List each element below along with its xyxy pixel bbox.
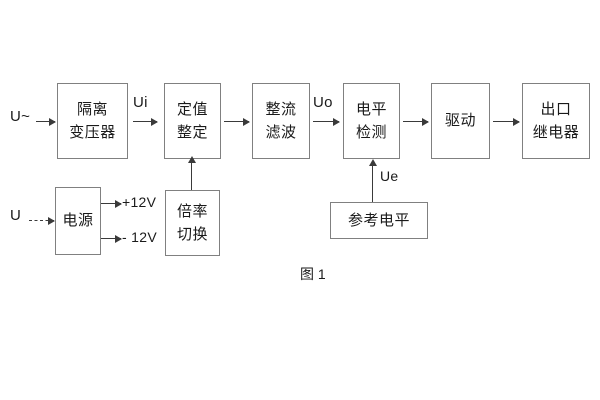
block-drive-line1: 驱动	[444, 112, 476, 130]
block-level-detection: 电平 检测	[343, 83, 400, 159]
supply-positive-label: +12V	[122, 194, 157, 210]
arrow-rectify-filter-to-level-detection	[313, 118, 340, 126]
arrow-multiplier-switch-to-setting-value	[188, 156, 196, 190]
block-reference-level: 参考电平	[330, 202, 428, 239]
block-output-relay: 出口 继电器	[522, 83, 590, 159]
block-output-relay-line1: 出口	[540, 100, 572, 118]
arrow-power-supply-positive-rail	[101, 200, 122, 208]
block-multiplier-switch: 倍率 切换	[165, 190, 220, 256]
block-setting-value-line1: 定值	[176, 100, 208, 118]
block-power-supply-line1: 电源	[62, 212, 94, 230]
dc-input-label: U	[10, 207, 22, 224]
block-reference-level-line1: 参考电平	[347, 211, 410, 229]
block-level-detection-line1: 电平	[355, 100, 387, 118]
ui-signal-label: Ui	[133, 94, 148, 111]
arrow-level-detection-to-drive	[403, 118, 429, 126]
block-output-relay-line2: 继电器	[532, 124, 580, 141]
arrow-drive-to-output-relay	[493, 118, 520, 126]
arrow-ac-input-to-isolation-transformer	[36, 118, 56, 126]
ac-input-label: U~	[10, 108, 31, 125]
block-setting-value: 定值 整定	[164, 83, 221, 159]
block-power-supply: 电源	[55, 187, 101, 255]
block-isolation-transformer-line1: 隔离	[76, 100, 108, 118]
block-drive: 驱动	[431, 83, 490, 159]
block-isolation-transformer: 隔离 变压器	[57, 83, 128, 159]
block-rectify-filter: 整流 滤波	[252, 83, 310, 159]
arrow-setting-value-to-rectify-filter	[224, 118, 250, 126]
uo-signal-label: Uo	[313, 94, 333, 111]
block-isolation-transformer-line2: 变压器	[69, 124, 116, 141]
figure-caption: 图 1	[300, 266, 326, 282]
arrow-isolation-transformer-to-setting-value	[133, 118, 158, 126]
arrow-dc-input-to-power-supply	[29, 217, 55, 225]
block-rectify-filter-line1: 整流	[265, 100, 297, 118]
supply-negative-label: - 12V	[122, 229, 157, 245]
arrow-reference-level-to-level-detection	[369, 159, 377, 202]
ue-signal-label: Ue	[380, 168, 399, 184]
block-rectify-filter-line2: 滤波	[265, 124, 297, 141]
block-level-detection-line2: 检测	[355, 124, 387, 141]
block-multiplier-switch-line2: 切换	[176, 226, 208, 243]
block-multiplier-switch-line1: 倍率	[176, 202, 208, 220]
block-setting-value-line2: 整定	[176, 124, 208, 141]
arrow-power-supply-negative-rail	[101, 235, 122, 243]
